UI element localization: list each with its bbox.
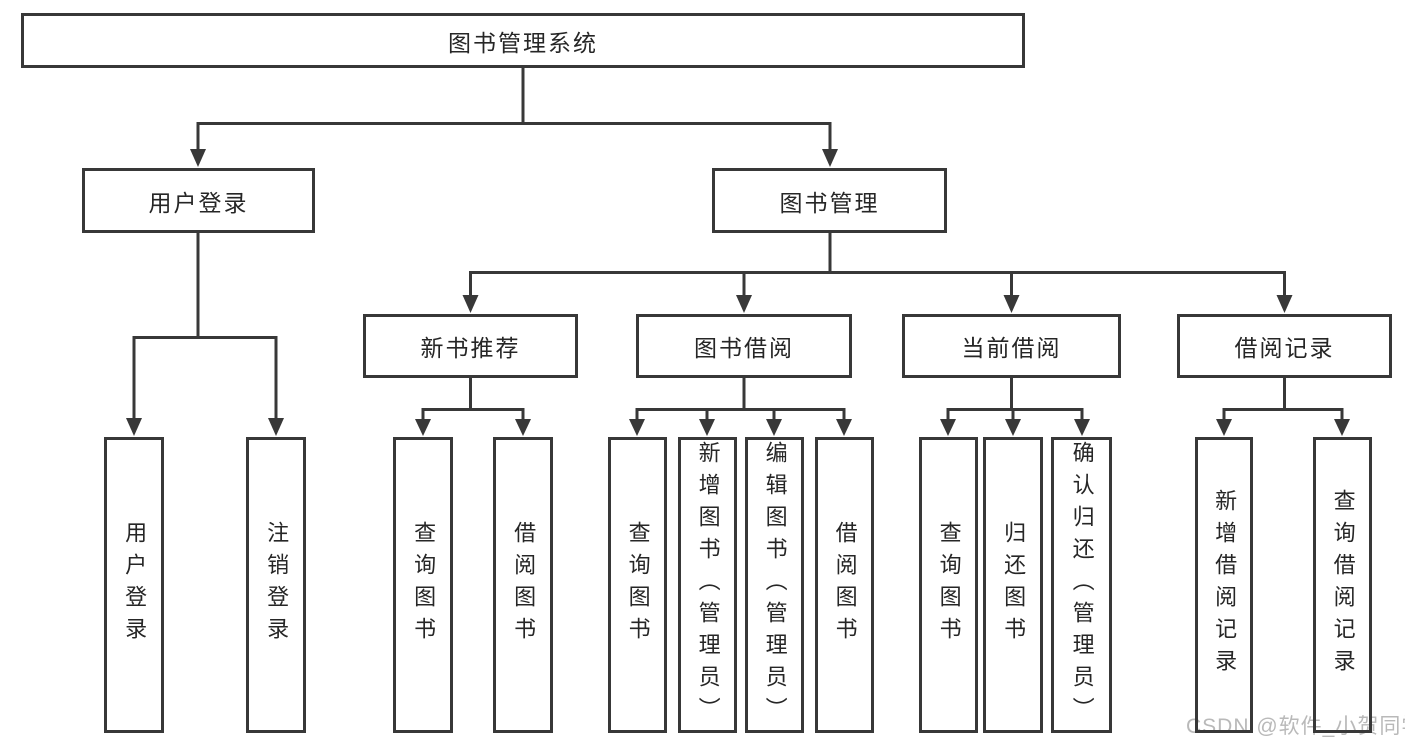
node-new-book-recommend: 新书推荐 (363, 314, 578, 378)
leaf-logout: 注销登录 (246, 437, 306, 733)
leaf-add-borrow-record: 新增借阅记录 (1195, 437, 1253, 733)
leaf-edit-books-admin: 编辑图书（管理员） (745, 437, 804, 733)
leaf-logout-label: 注销登录 (264, 521, 290, 649)
leaf-borrow-books-recommend: 借阅图书 (493, 437, 553, 733)
leaf-return-books-label: 归还图书 (1001, 521, 1027, 649)
node-current-borrow: 当前借阅 (902, 314, 1121, 378)
node-book-borrow: 图书借阅 (636, 314, 852, 378)
connector-book-borrow-to-leaves (629, 378, 852, 436)
leaf-user-login-label: 用户登录 (122, 521, 148, 649)
connector-book-management-to-level3 (462, 233, 1293, 313)
csdn-watermark: CSDN @软件_小贺同学 (1186, 715, 1405, 738)
leaf-query-borrow-record-label: 查询借阅记录 (1330, 489, 1356, 681)
connector-root-to-level2 (190, 68, 838, 167)
leaf-add-books-admin-label: 新增图书（管理员） (695, 441, 721, 729)
leaf-query-borrow-record: 查询借阅记录 (1313, 437, 1372, 733)
leaf-query-books-current: 查询图书 (919, 437, 978, 733)
node-user-login: 用户登录 (82, 168, 315, 233)
leaf-borrow-books-recommend-label: 借阅图书 (511, 521, 537, 649)
leaf-confirm-return-admin: 确认归还（管理员） (1051, 437, 1112, 733)
leaf-query-books-recommend: 查询图书 (393, 437, 453, 733)
leaf-query-books-borrow-label: 查询图书 (625, 521, 651, 649)
connector-new-book-recommend-to-leaves (415, 378, 531, 436)
leaf-add-borrow-record-label: 新增借阅记录 (1212, 489, 1238, 681)
leaf-confirm-return-admin-label: 确认归还（管理员） (1069, 441, 1095, 729)
connector-user-login-to-leaves (126, 233, 284, 436)
node-book-management: 图书管理 (712, 168, 947, 233)
leaf-borrow-books-label: 借阅图书 (832, 521, 858, 649)
connector-current-borrow-to-leaves (940, 378, 1090, 436)
node-library-management-system: 图书管理系统 (21, 13, 1025, 68)
leaf-borrow-books: 借阅图书 (815, 437, 874, 733)
leaf-query-books-borrow: 查询图书 (608, 437, 667, 733)
leaf-edit-books-admin-label: 编辑图书（管理员） (762, 441, 788, 729)
node-borrow-records: 借阅记录 (1177, 314, 1392, 378)
leaf-add-books-admin: 新增图书（管理员） (678, 437, 737, 733)
leaf-return-books: 归还图书 (983, 437, 1043, 733)
leaf-query-books-recommend-label: 查询图书 (411, 521, 437, 649)
leaf-user-login: 用户登录 (104, 437, 164, 733)
leaf-query-books-current-label: 查询图书 (936, 521, 962, 649)
connector-borrow-records-to-leaves (1216, 378, 1350, 436)
